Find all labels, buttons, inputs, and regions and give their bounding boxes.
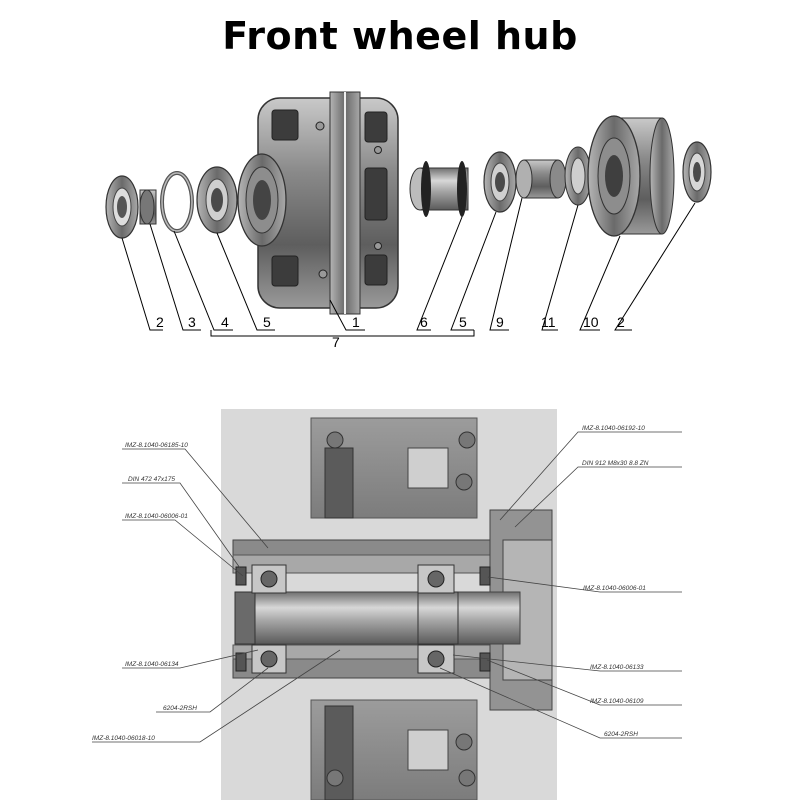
exploded-view: 2 3 4 5 1 6 5 9 11 10 2 7 — [105, 91, 712, 350]
callout-label: 6 — [420, 314, 428, 330]
part-label: IMZ-8.1040-06006-01 — [583, 585, 646, 592]
callout-label: 4 — [221, 314, 229, 330]
callout-label: 9 — [496, 314, 504, 330]
part-label: 6204-2RSH — [163, 705, 197, 712]
part-label: 6204-2RSH — [604, 731, 638, 738]
callout-label: 10 — [583, 314, 599, 330]
callout-label: 2 — [617, 314, 625, 330]
seal-3 — [139, 189, 157, 225]
section-leader-lines — [92, 431, 682, 743]
leader-lines — [121, 197, 696, 337]
section-view: IMZ-8.1040-06185-10 DIN 472 47x175 IMZ-8… — [92, 409, 682, 800]
group-label: 7 — [332, 334, 340, 350]
seal-11 — [564, 146, 592, 206]
part-label: IMZ-8.1040-06133 — [590, 664, 644, 671]
callout-labels: 2 3 4 5 1 6 5 9 11 10 2 7 — [156, 314, 625, 350]
part-label: IMZ-8.1040-06192-10 — [582, 425, 645, 432]
part-label: IMZ-8.1040-06109 — [590, 698, 644, 705]
callout-label: 5 — [459, 314, 467, 330]
bearing-5-right — [483, 151, 517, 213]
spacer-6 — [409, 161, 469, 217]
section-labels-left: IMZ-8.1040-06185-10 DIN 472 47x175 IMZ-8… — [92, 442, 197, 742]
diagram-title: Front wheel hub — [222, 14, 578, 58]
callout-label: 1 — [352, 314, 360, 330]
section-labels-right: IMZ-8.1040-06192-10 DIN 912 M8x30 8.8 ZN… — [582, 425, 649, 738]
callout-label: 2 — [156, 314, 164, 330]
bearing-2-left — [105, 175, 139, 239]
hub-1 — [237, 91, 399, 315]
bearing-2-right — [682, 141, 712, 203]
sleeve-9 — [515, 159, 567, 199]
callout-label: 5 — [263, 314, 271, 330]
part-label: IMZ-8.1040-06134 — [125, 661, 179, 668]
part-label: DIN 472 47x175 — [128, 476, 175, 483]
callout-label: 11 — [541, 314, 556, 330]
snap-ring-4 — [160, 171, 194, 233]
bearing-5-left — [196, 166, 238, 234]
callout-label: 3 — [188, 314, 196, 330]
part-label: IMZ-8.1040-06018-10 — [92, 735, 155, 742]
part-label: DIN 912 M8x30 8.8 ZN — [582, 460, 649, 467]
part-label: IMZ-8.1040-06006-01 — [125, 513, 188, 520]
cover-10 — [587, 115, 675, 237]
part-label: IMZ-8.1040-06185-10 — [125, 442, 188, 449]
